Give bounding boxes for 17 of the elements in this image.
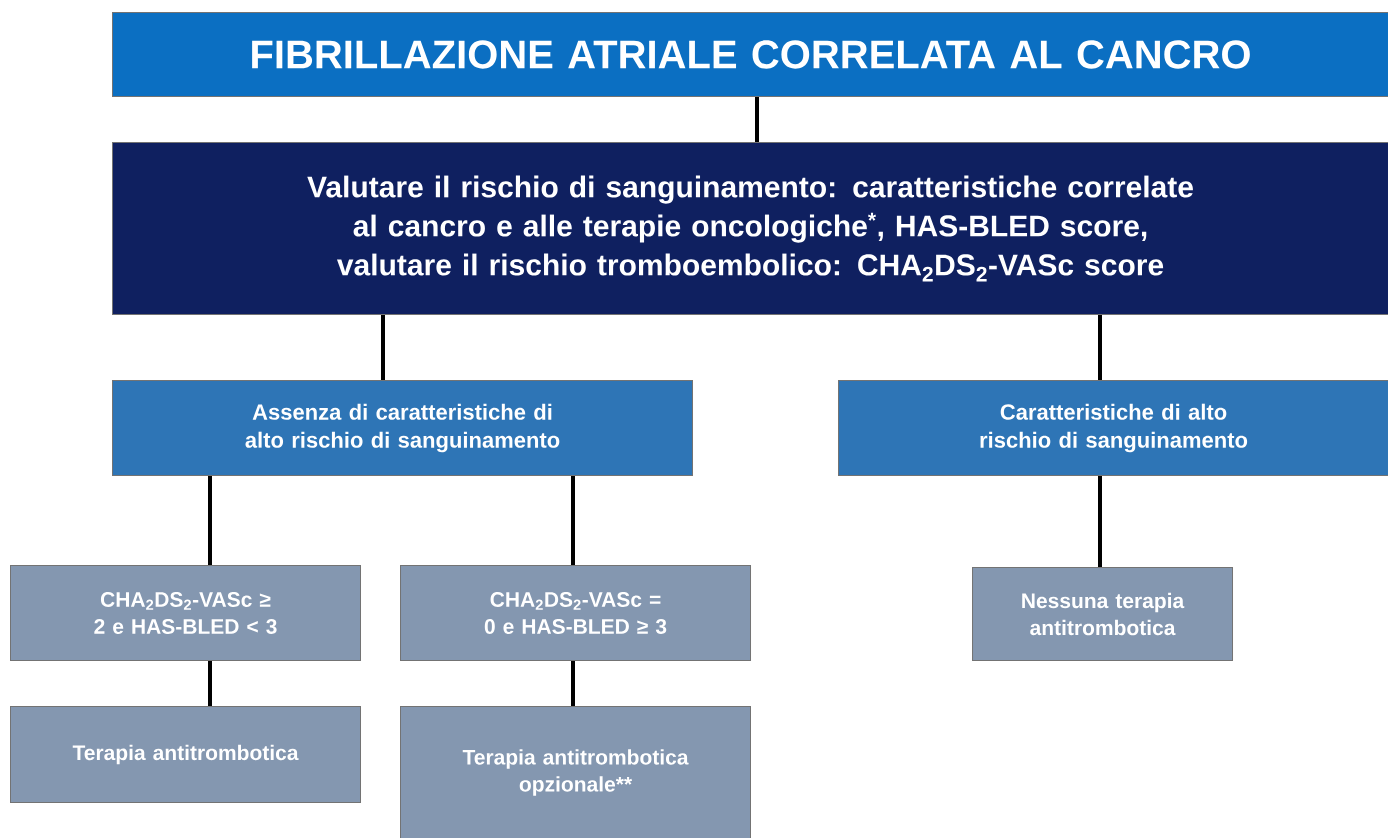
process-box: Terapia antitrombotica (10, 706, 361, 803)
process-box: Caratteristiche di alto rischio di sanguinamento (838, 380, 1388, 476)
process-box: Terapia antitrombotica opzionale** (400, 706, 751, 838)
connector-line (1098, 476, 1102, 567)
process-box: CHA$_{2}$DS$_{2}$-VASc = 0 e HAS-BLED ≥ 3 (400, 565, 751, 661)
process-box: Valutare il rischio di sanguinamento: caratteristiche correlate al cancro e alle terapie oncologiche$^{*}$, HAS-BLED score, valutare il rischio tromboembolico: CHA$_{2}$DS$_{2}$-VASc score (112, 142, 1388, 315)
process-box: Nessuna terapia antitrombotica (972, 567, 1233, 661)
connector-line (381, 315, 385, 380)
connector-line (208, 476, 212, 565)
process-box: Assenza di caratteristiche di alto rischio di sanguinamento (112, 380, 693, 476)
connector-line (1098, 315, 1102, 380)
connector-line (571, 661, 575, 706)
process-box: CHA$_{2}$DS$_{2}$-VASc ≥ 2 e HAS-BLED < 3 (10, 565, 361, 661)
connector-line (208, 661, 212, 706)
title-box: FIBRILLAZIONE ATRIALE CORRELATA AL CANCRO (112, 12, 1388, 97)
connector-line (755, 97, 759, 142)
connector-line (571, 476, 575, 565)
